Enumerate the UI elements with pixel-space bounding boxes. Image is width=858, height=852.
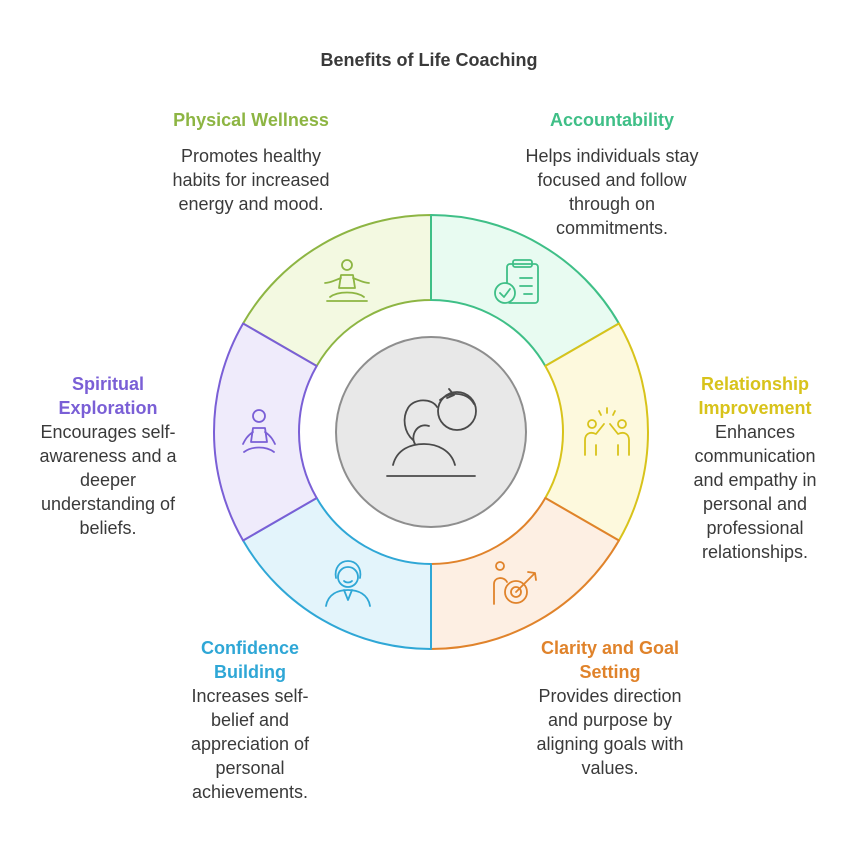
segment-description: Helps individuals stay focused and follo… — [525, 146, 699, 238]
segment-description: Promotes healthy habits for increased en… — [172, 146, 330, 214]
confident-person-icon — [325, 560, 371, 607]
meditation-person-icon — [324, 259, 370, 302]
meditating-figure-icon — [242, 409, 276, 453]
diagram-title: Benefits of Life Coaching — [320, 50, 538, 70]
person-thinking-cycle-icon — [386, 388, 477, 477]
target-goal-icon — [493, 561, 537, 605]
segment-heading: Spiritual Exploration — [58, 374, 158, 418]
segment-confidence-building: Confidence Building Increases self-belie… — [170, 636, 330, 804]
segment-accountability: Accountability Helps individuals stay fo… — [512, 108, 712, 240]
segment-heading: Confidence Building — [200, 638, 299, 682]
segment-heading: Physical Wellness — [173, 110, 329, 130]
segment-heading: Clarity and Goal Setting — [540, 638, 680, 682]
segment-clarity-goal-setting: Clarity and Goal Setting Provides direct… — [525, 636, 695, 780]
segment-spiritual-exploration: Spiritual Exploration Encourages self-aw… — [28, 372, 188, 540]
segment-description: Encourages self-awareness and a deeper u… — [39, 422, 177, 538]
segment-heading: Accountability — [549, 110, 674, 130]
segment-physical-wellness: Physical Wellness Promotes healthy habit… — [151, 108, 351, 216]
segment-heading: Relationship Improvement — [698, 374, 812, 418]
segment-description: Enhances communication and empathy in pe… — [693, 422, 817, 562]
clipboard-check-icon — [494, 259, 539, 304]
segment-description: Increases self-belief and appreciation o… — [190, 686, 310, 802]
segment-relationship-improvement: Relationship Improvement Enhances commun… — [682, 372, 828, 564]
high-five-icon — [584, 407, 630, 456]
segment-description: Provides direction and purpose by aligni… — [536, 686, 684, 778]
center-hub — [335, 336, 527, 528]
